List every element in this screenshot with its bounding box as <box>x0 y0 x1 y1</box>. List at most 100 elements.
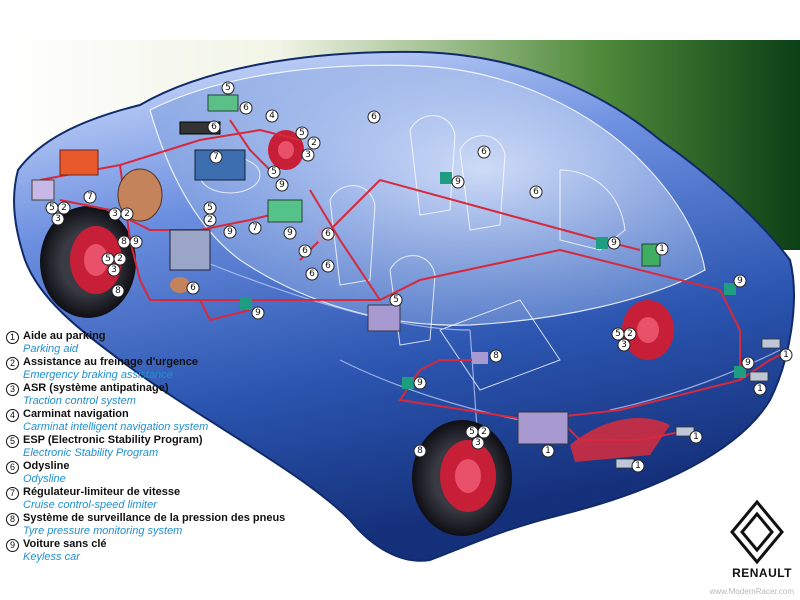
renault-logo-icon <box>730 500 784 564</box>
svg-text:9: 9 <box>417 378 423 388</box>
svg-text:9: 9 <box>255 308 261 318</box>
legend-number: 2 <box>6 357 19 370</box>
callout-1: 1 <box>631 459 645 473</box>
svg-text:2: 2 <box>61 203 67 213</box>
callout-2: 2 <box>113 252 127 266</box>
callout-5: 5 <box>295 126 309 140</box>
svg-text:9: 9 <box>279 180 285 190</box>
interior-outlines <box>199 115 626 391</box>
callout-9: 9 <box>223 225 237 239</box>
svg-text:7: 7 <box>87 192 93 202</box>
svg-text:6: 6 <box>243 103 249 113</box>
svg-text:7: 7 <box>252 223 258 233</box>
callout-2: 2 <box>120 207 134 221</box>
rear-wheel <box>412 420 512 536</box>
svg-text:6: 6 <box>325 229 331 239</box>
keyless-sensor-1 <box>440 172 452 184</box>
keyless-sensor-3 <box>724 283 736 295</box>
legend-label-en: Traction control system <box>23 395 136 407</box>
svg-text:8: 8 <box>115 286 121 296</box>
esp-module <box>207 94 239 112</box>
callout-3: 3 <box>301 148 315 162</box>
callout-9: 9 <box>275 178 289 192</box>
legend-label-en: Carminat intelligent navigation system <box>23 421 209 433</box>
svg-text:9: 9 <box>745 358 751 368</box>
callout-5: 5 <box>465 425 479 439</box>
svg-text:2: 2 <box>627 329 633 339</box>
callout-9: 9 <box>413 376 427 390</box>
callout-5: 5 <box>267 165 281 179</box>
callout-9: 9 <box>451 175 465 189</box>
callout-6: 6 <box>186 281 200 295</box>
callout-9: 9 <box>741 356 755 370</box>
svg-text:2: 2 <box>481 427 487 437</box>
svg-text:5: 5 <box>49 203 55 213</box>
legend-label-fr: Régulateur-limiteur de vitesse <box>23 486 181 498</box>
callout-8: 8 <box>117 235 131 249</box>
svg-text:6: 6 <box>481 147 487 157</box>
legend-label-fr: Système de surveillance de la pression d… <box>23 512 286 524</box>
svg-text:5: 5 <box>207 203 213 213</box>
callout-9: 9 <box>129 235 143 249</box>
callout-5: 5 <box>101 252 115 266</box>
legend-label-en: Emergency braking assistance <box>23 369 173 381</box>
svg-text:2: 2 <box>311 138 317 148</box>
control-unit-front <box>31 179 55 201</box>
callout-6: 6 <box>298 244 312 258</box>
callout-1: 1 <box>779 348 793 362</box>
watermark: www.ModernRacer.com <box>709 587 794 596</box>
callout-6: 6 <box>207 120 221 134</box>
legend-label-en: Odysline <box>23 473 66 485</box>
svg-text:2: 2 <box>117 254 123 264</box>
callout-1: 1 <box>753 382 767 396</box>
svg-text:1: 1 <box>783 350 789 360</box>
keyless-sensor-6 <box>734 366 746 378</box>
callout-9: 9 <box>283 226 297 240</box>
callouts: 5 6 6 4 5 2 3 6 6 9 6 7 5 9 7 5 2 3 3 2 … <box>45 81 793 473</box>
legend-number: 1 <box>6 331 19 344</box>
callout-2: 2 <box>477 425 491 439</box>
legend-label-fr: Assistance au freinage d'urgence <box>23 356 199 368</box>
parking-sensor-4 <box>749 371 769 382</box>
callout-9: 9 <box>607 236 621 250</box>
callout-3: 3 <box>471 436 485 450</box>
svg-text:7: 7 <box>213 152 219 162</box>
legend-label-fr: Aide au parking <box>23 330 106 342</box>
callout-7: 7 <box>209 150 223 164</box>
svg-text:1: 1 <box>635 461 641 471</box>
callout-2: 2 <box>307 136 321 150</box>
svg-text:5: 5 <box>615 329 621 339</box>
legend-label-fr: ESP (Electronic Stability Program) <box>23 434 203 446</box>
svg-text:6: 6 <box>325 261 331 271</box>
callout-3: 3 <box>51 212 65 226</box>
svg-text:6: 6 <box>371 112 377 122</box>
legend-number: 6 <box>6 461 19 474</box>
svg-text:4: 4 <box>269 111 275 121</box>
battery <box>59 149 99 176</box>
legend-number: 9 <box>6 539 19 552</box>
svg-text:5: 5 <box>469 427 475 437</box>
callout-7: 7 <box>83 190 97 204</box>
legend-label-fr: ASR (système antipatinage) <box>23 382 169 394</box>
callout-2: 2 <box>57 201 71 215</box>
steering-column-module <box>267 199 303 223</box>
svg-text:9: 9 <box>737 276 743 286</box>
svg-text:6: 6 <box>190 283 196 293</box>
trunk-module <box>517 411 569 445</box>
callout-1: 1 <box>541 444 555 458</box>
svg-text:2: 2 <box>207 215 213 225</box>
engine-mount <box>170 277 190 293</box>
legend-number: 5 <box>6 435 19 448</box>
callout-5: 5 <box>203 201 217 215</box>
svg-text:3: 3 <box>111 265 117 275</box>
center-console-module <box>367 304 401 332</box>
callout-6: 6 <box>321 227 335 241</box>
